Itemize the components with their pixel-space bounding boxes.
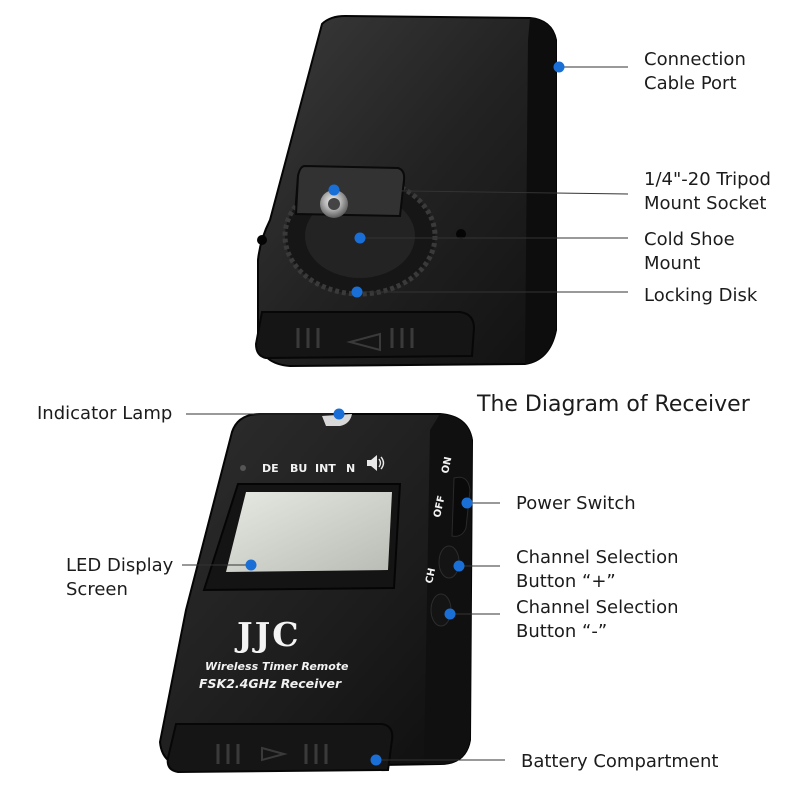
label-line: Cold Shoe [644,229,735,250]
callout-dot-tripod-mount-socket [328,184,340,196]
label-line: Battery Compartment [521,751,719,772]
callout-dot-channel-minus-button [444,608,456,620]
ch-label: CH [424,567,438,585]
label-line: Cable Port [644,73,737,94]
tripod-socket-hole [328,198,340,210]
status-led [240,465,246,471]
screw-hole [456,229,466,239]
product-name-line1: Wireless Timer Remote [205,660,349,673]
callout-leaders [182,66,629,761]
status-label-de: DE [262,462,279,475]
callout-dot-connection-cable-port [553,61,565,73]
speaker-icon [367,455,385,471]
label-channel-plus-button: Channel Selection Button “+” [516,546,679,594]
label-line: Power Switch [516,493,636,514]
switch-on-label: ON [440,456,454,475]
callout-dot-indicator-lamp [333,408,345,420]
label-line: Indicator Lamp [37,403,173,424]
label-line: Mount [644,253,701,274]
label-tripod-mount-socket: 1/4"-20 Tripod Mount Socket [644,168,771,216]
callout-dot-battery-compartment [370,754,382,766]
back-vent-grille-left [296,328,320,348]
label-battery-compartment: Battery Compartment [521,750,718,774]
power-switch [451,476,471,537]
indicator-lamp [322,414,352,426]
callout-dot-cold-shoe-mount [354,232,366,244]
label-line: Channel Selection [516,597,679,618]
diagram-title: The Diagram of Receiver [477,392,750,417]
label-line: Mount Socket [644,193,767,214]
front-arrow-mark [261,746,288,762]
front-vent-grille-left [216,744,240,764]
callout-dot-locking-disk [351,286,363,298]
label-led-display-screen: LED Display Screen [66,554,173,602]
receiver-front-view: DE BU INT N ON OFF CH JJC Wireless Timer… [158,413,474,774]
callout-dots [245,61,565,766]
receiver-back-side [525,18,556,364]
brand-logo: JJC [234,615,301,654]
status-label-bu: BU [290,462,307,475]
callout-dot-power-switch [461,497,473,509]
front-vent-grille-right [304,744,328,764]
label-cold-shoe-mount: Cold Shoe Mount [644,228,735,276]
status-label-int: INT [315,462,336,475]
label-line: Screen [66,579,128,600]
label-channel-minus-button: Channel Selection Button “-” [516,596,679,644]
label-locking-disk: Locking Disk [644,284,757,308]
status-label-n: N [346,462,355,475]
product-name-line2: FSK2.4GHz Receiver [199,676,342,691]
label-line: Button “+” [516,571,616,592]
label-line: LED Display [66,555,174,576]
label-power-switch: Power Switch [516,492,636,516]
screw-hole [257,235,267,245]
label-line: Locking Disk [644,285,758,306]
lcd-screen [226,492,392,572]
arrow-mark [346,332,381,352]
label-line: 1/4"-20 Tripod [644,169,771,190]
label-line: Channel Selection [516,547,679,568]
switch-off-label: OFF [432,495,447,519]
callout-dot-channel-plus-button [453,560,465,572]
front-vent-panel [166,723,394,774]
label-line: Button “-” [516,621,608,642]
back-vent-panel [254,311,476,360]
back-vent-grille-right [390,328,414,348]
callout-dot-led-display-screen [245,559,257,571]
label-indicator-lamp: Indicator Lamp [37,402,172,426]
label-connection-cable-port: Connection Cable Port [644,48,746,96]
leader-line-tripod-mount-socket [333,189,629,195]
label-line: Connection [644,49,746,70]
